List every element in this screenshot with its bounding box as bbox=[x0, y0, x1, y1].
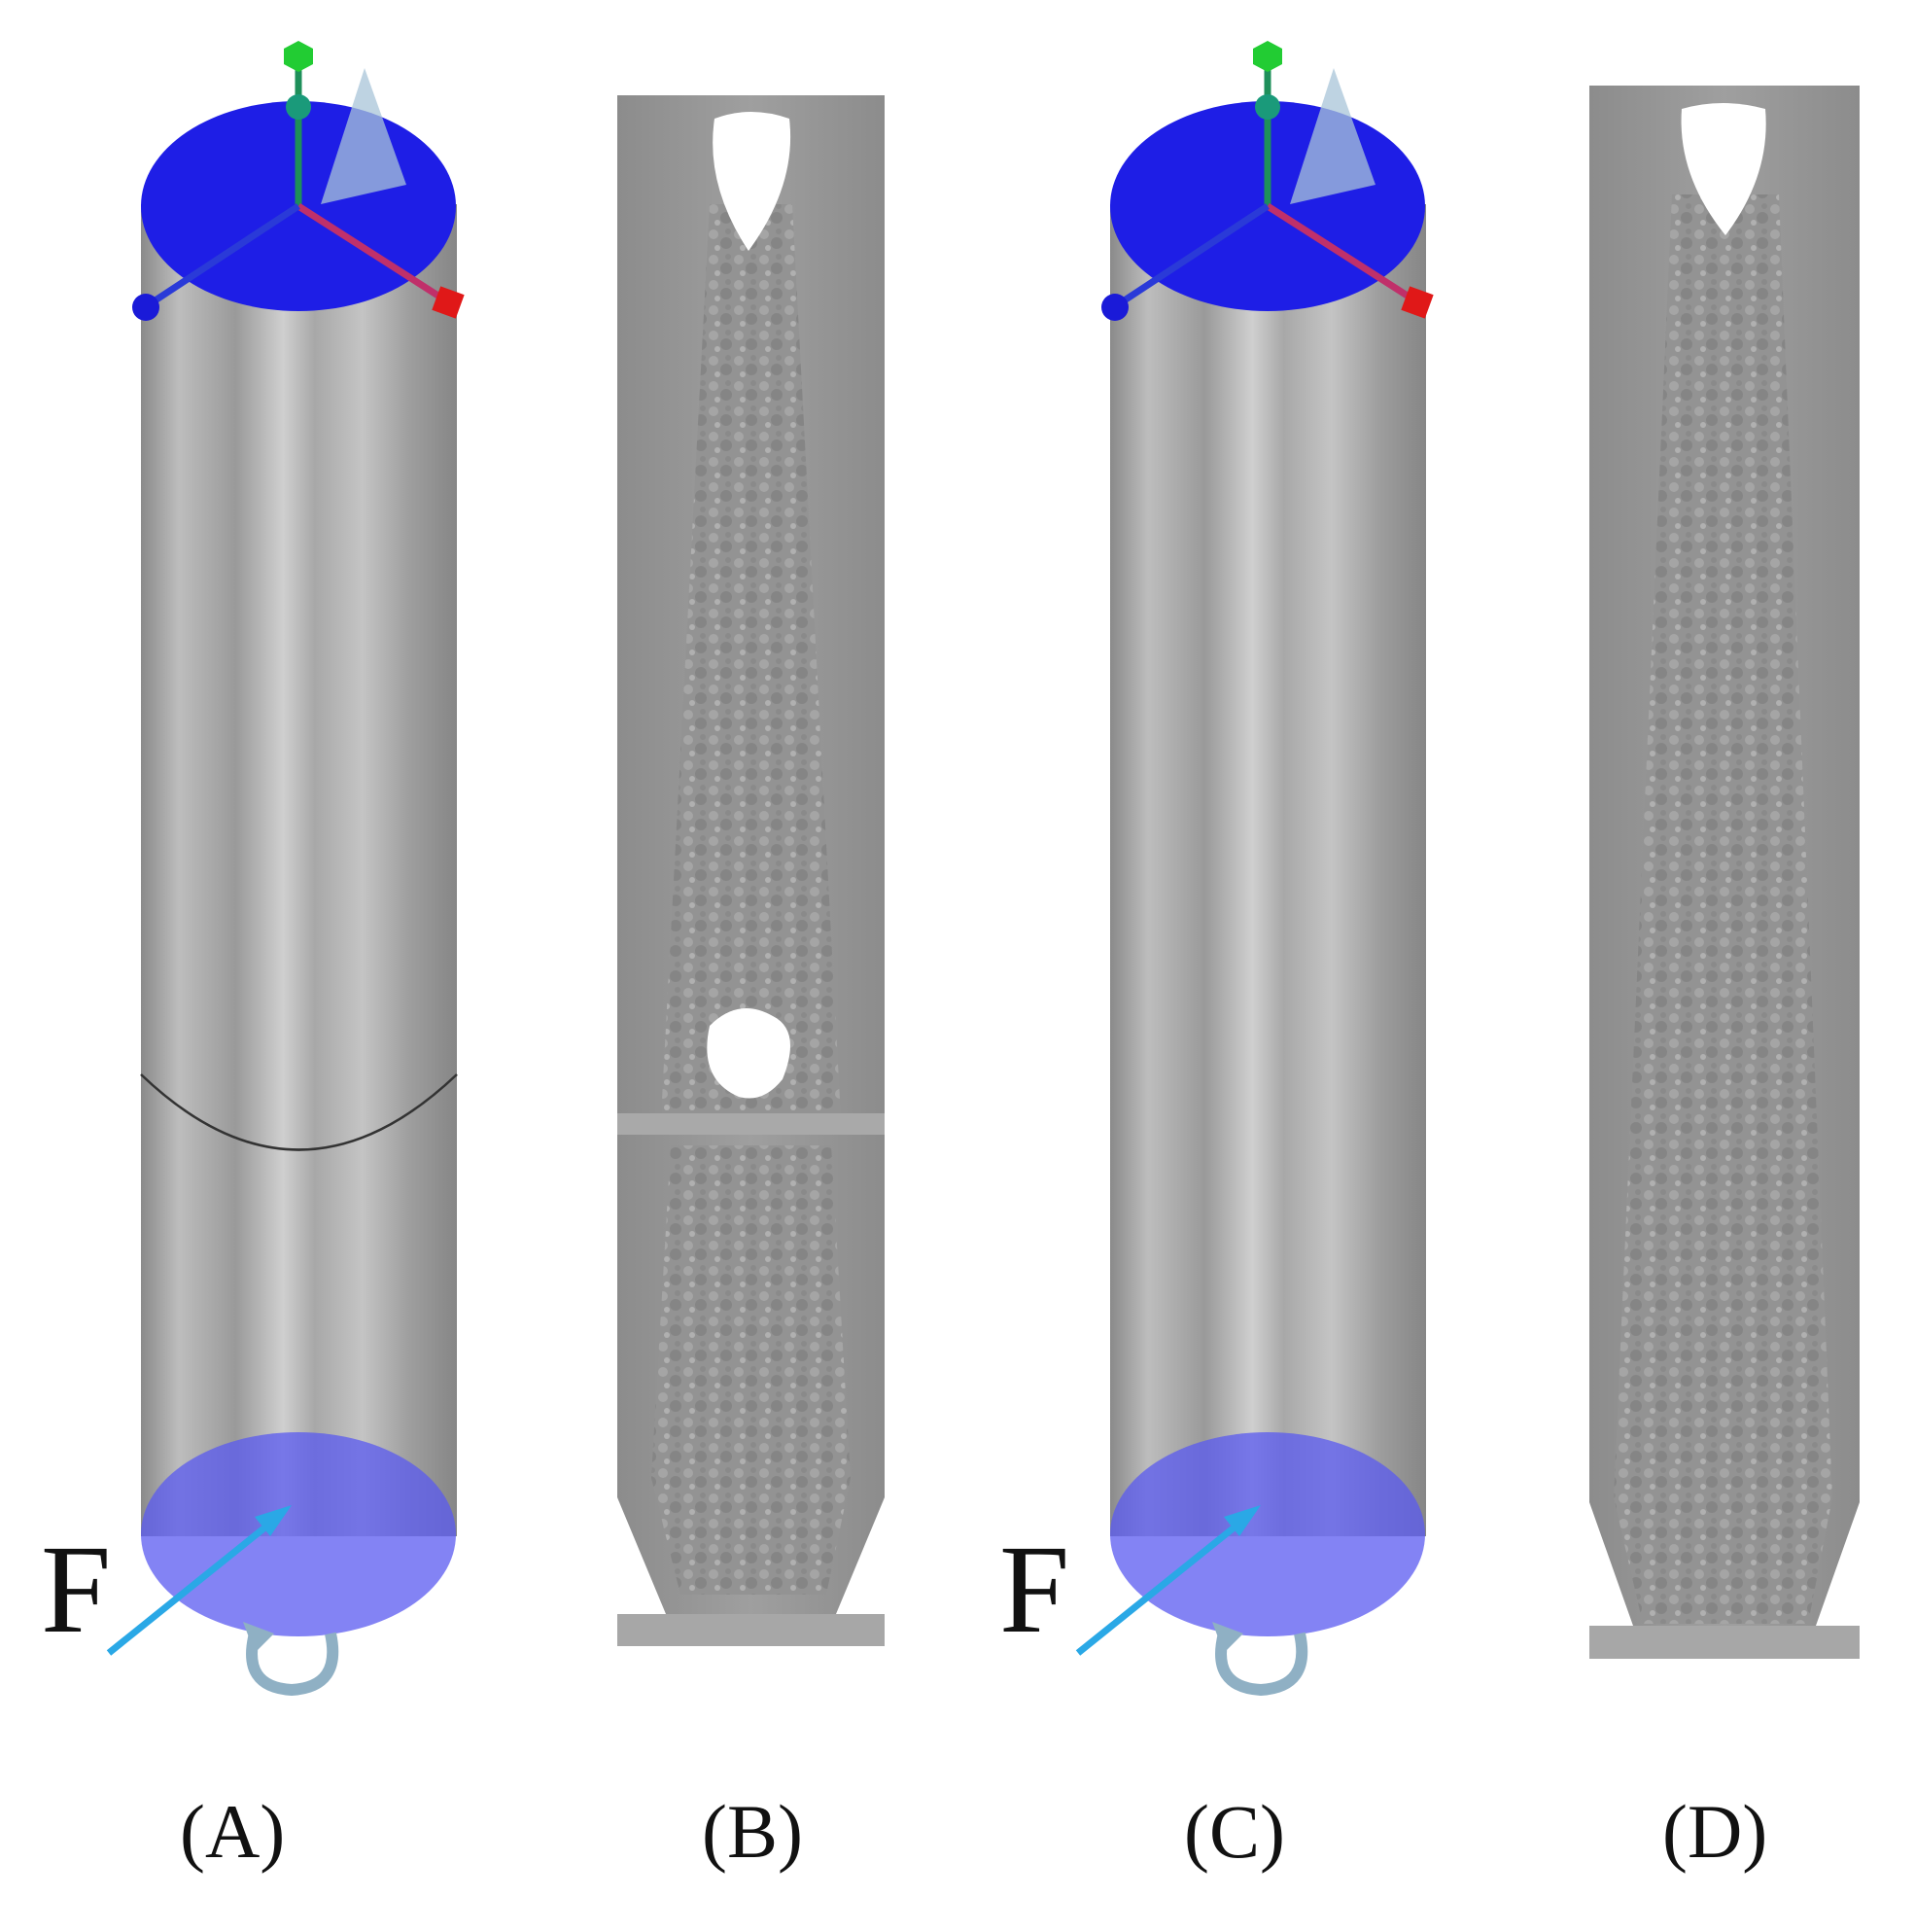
moment-arrow-icon bbox=[243, 1622, 339, 1697]
panel-c-cylinder bbox=[1110, 101, 1426, 1636]
force-arrow-icon bbox=[106, 1505, 292, 1656]
panel-a-cylinder bbox=[140, 101, 458, 1636]
moment-arrow-icon bbox=[1212, 1622, 1308, 1697]
panel-b-optimized-structure bbox=[617, 95, 885, 1646]
panel-a-bottom-face bbox=[141, 1432, 456, 1636]
panel-a-force-label: F bbox=[41, 1520, 112, 1660]
panel-c-caption: (C) bbox=[1184, 1789, 1285, 1874]
panel-c-bottom-face bbox=[1110, 1432, 1425, 1636]
gizmo-axes-icon bbox=[132, 41, 465, 321]
force-arrow-icon bbox=[1075, 1505, 1261, 1656]
panel-b-caption: (B) bbox=[702, 1789, 803, 1874]
panel-a-caption: (A) bbox=[180, 1789, 286, 1874]
panel-d-caption: (D) bbox=[1662, 1789, 1768, 1874]
panel-d-optimized-structure bbox=[1589, 86, 1860, 1659]
panel-c-force-label: F bbox=[999, 1520, 1070, 1660]
gizmo-axes-icon bbox=[1101, 41, 1434, 321]
